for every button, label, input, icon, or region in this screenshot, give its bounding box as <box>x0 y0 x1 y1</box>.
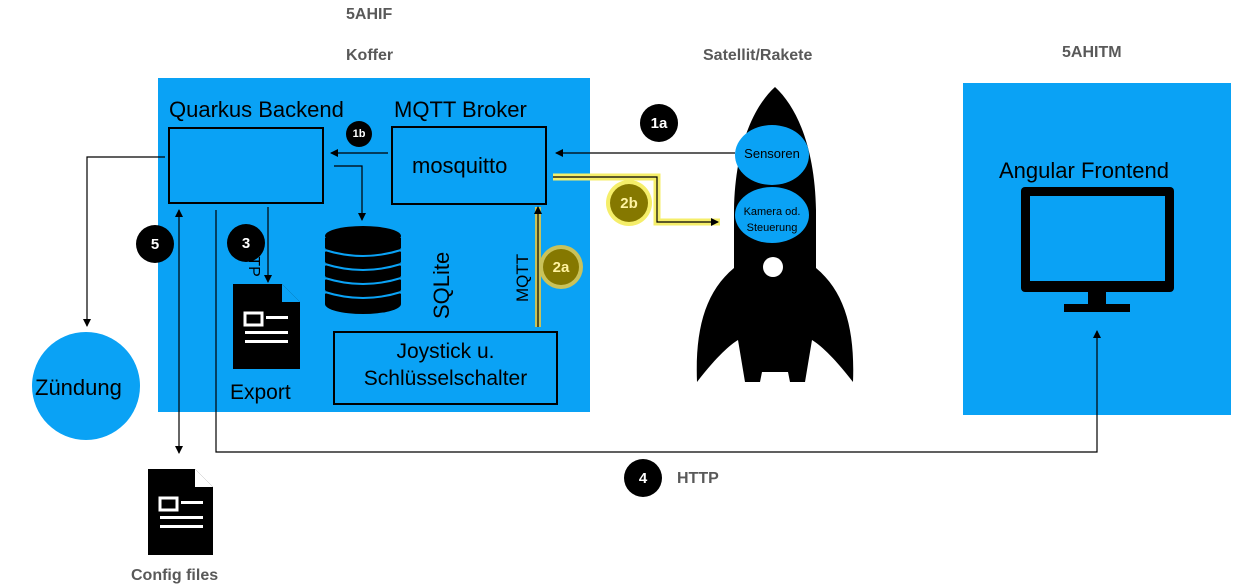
config-label: Config files <box>131 567 219 584</box>
case-label: Koffer <box>346 47 394 64</box>
control-arrow <box>553 176 719 226</box>
step-2b-badge: 2b <box>610 184 648 222</box>
export-label: Export <box>230 381 291 404</box>
export-document-icon <box>233 284 300 369</box>
step-1a-badge: 1a <box>640 104 678 142</box>
rocket-label: Satellit/Rakete <box>703 47 813 64</box>
step-3-badge: 3 <box>227 224 265 262</box>
config-document-icon <box>148 469 213 555</box>
ignition-label: Zündung <box>35 375 122 400</box>
db-arrow <box>334 165 366 221</box>
broker-name: mosquitto <box>412 153 508 178</box>
step-5-badge: 5 <box>136 225 174 263</box>
class-label-left: 5AHIF <box>346 6 393 23</box>
broker-title: MQTT Broker <box>394 97 527 122</box>
camera-label-line1: Kamera od. <box>743 206 801 218</box>
joystick-box <box>333 331 558 405</box>
monitor-icon <box>1021 187 1174 312</box>
rocket-icon <box>696 87 854 382</box>
step-4-badge: 4 <box>624 459 662 497</box>
broker-box <box>391 126 547 205</box>
joystick-line1: Joystick u. <box>396 340 495 363</box>
sensors-label: Sensoren <box>744 146 800 161</box>
camera-label-line2: Steuerung <box>746 222 798 234</box>
backend-box <box>168 127 324 204</box>
step-1b-badge: 1b <box>346 121 372 147</box>
joystick-line2: Schlüsselschalter <box>363 367 528 390</box>
ignition-arrow <box>83 156 165 327</box>
frontend-arrow <box>215 210 1101 453</box>
step-2a-badge: 2a <box>543 249 579 285</box>
ignition-circle <box>32 332 140 440</box>
backend-title: Quarkus Backend <box>169 97 344 122</box>
class-label-right: 5AHITM <box>1062 44 1122 61</box>
frontend-title: Angular Frontend <box>999 158 1169 183</box>
http-bottom-label: HTTP <box>677 470 719 487</box>
